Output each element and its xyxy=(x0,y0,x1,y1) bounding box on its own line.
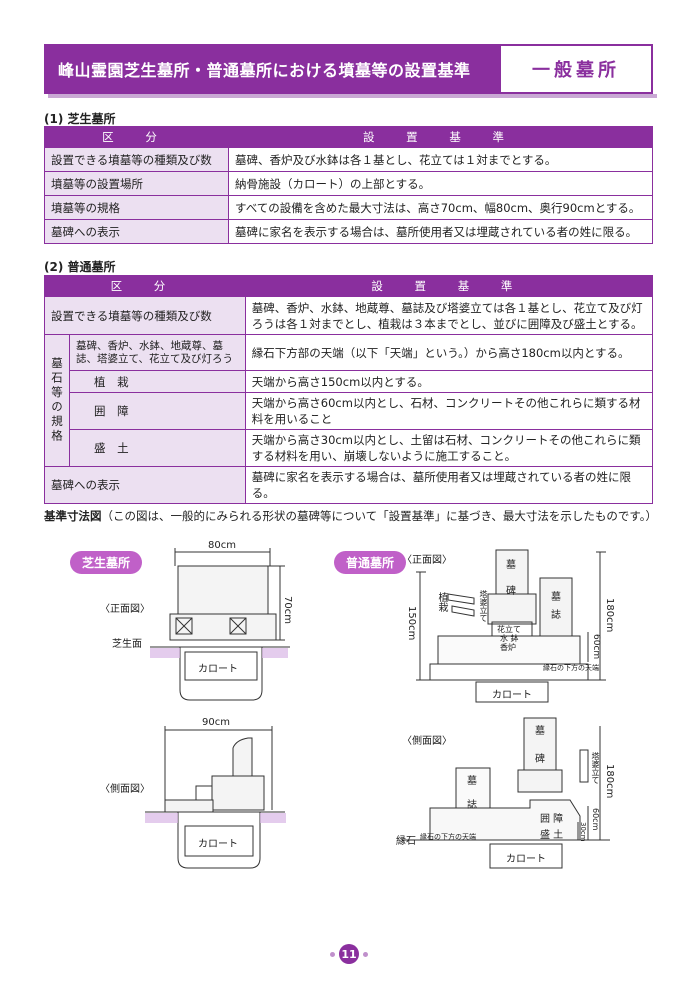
figure-caption-title: 基準寸法図 xyxy=(44,509,102,523)
diagram-label: 縁石の下方の天端 xyxy=(420,833,476,841)
diagram-label: 墓 xyxy=(535,726,545,737)
group-label: 墓石等の規格 xyxy=(44,334,70,467)
table-cell: 墓碑、香炉、水鉢、地蔵尊、墓誌及び塔婆立ては各１基とし、花立て及び灯ろうは各１対… xyxy=(244,296,654,335)
dim-label: 180cm xyxy=(604,598,615,633)
page-number: 11 xyxy=(330,944,368,964)
table-cell: 墳墓等の規格 xyxy=(44,195,229,220)
diagram-label: 碑 xyxy=(535,754,545,765)
karoto-label: カロート xyxy=(492,690,532,701)
figure-caption-text: （この図は、一般的にみられる形状の墓碑等について「設置基準」に基づき、最大寸法を… xyxy=(101,509,657,523)
figure-caption: 基準寸法図（この図は、一般的にみられる形状の墓碑等について「設置基準」に基づき、… xyxy=(44,508,657,524)
diagram-label: 碑 xyxy=(506,586,516,597)
ground-shade xyxy=(262,648,288,658)
section2-heading: (2) 普通墓所 xyxy=(44,260,116,274)
front-view-label: 〈正面図〉 xyxy=(100,604,150,615)
front-view-label: 〈正面図〉 xyxy=(402,555,452,566)
diagram-label: 縁石の下方の天端 xyxy=(543,664,599,672)
diagram-label: 墓 xyxy=(551,592,561,603)
dim-label: 30cm xyxy=(579,822,587,842)
dot-decoration xyxy=(330,951,335,957)
karoto-label: カロート xyxy=(198,664,238,675)
table-cell: 盛 土 xyxy=(69,429,246,467)
dim-label: 80cm xyxy=(208,540,236,551)
shiba-table: 区 分 設 置 基 準 設置できる墳墓等の種類及び数墓碑、香炉及び水鉢は各１基と… xyxy=(44,126,653,244)
table-cell: 墓碑への表示 xyxy=(44,219,229,244)
table-cell: 縁石下方部の天端（以下「天端」という。）から高さ180cm以内とする。 xyxy=(244,334,654,371)
table-cell: 墓碑、香炉、水鉢、地蔵尊、墓誌、塔婆立て、花立て及び灯ろう xyxy=(69,334,246,371)
ground-shade xyxy=(260,813,286,823)
futsu-badge: 普通墓所 xyxy=(334,551,407,574)
page-title: 峰山霊園芝生墓所・普通墓所における墳墓等の設置基準 xyxy=(46,46,499,92)
dot-decoration xyxy=(363,951,368,957)
ground-shade xyxy=(145,813,178,823)
table-cell: 設置できる墳墓等の種類及び数 xyxy=(44,147,229,172)
table-cell: 囲 障 xyxy=(69,392,246,430)
diagram-label: 塔婆立て xyxy=(591,752,600,784)
diagram-label: 塔婆立て xyxy=(479,590,488,622)
table-cell: 設置できる墳墓等の種類及び数 xyxy=(44,296,246,335)
diagram-label: 香炉 xyxy=(500,643,516,652)
header-shadow xyxy=(48,94,657,98)
diagram-label: 盛 土 xyxy=(540,830,564,841)
ground-label: 芝生面 xyxy=(112,639,142,650)
futsu-table: 区 分 設 置 基 準 設置できる墳墓等の種類及び数 墓碑、香炉、水鉢、地蔵尊、… xyxy=(44,275,654,504)
shiba-badge: 芝生墓所 xyxy=(70,551,143,574)
shiba-side-drawing xyxy=(145,726,285,869)
futsu-front-drawing xyxy=(416,549,606,703)
col-header-kubun: 区 分 xyxy=(44,275,246,297)
dim-label: 60cm xyxy=(591,634,601,660)
diagram-label: 縁石 xyxy=(396,836,416,847)
dim-label: 180cm xyxy=(604,764,615,799)
table-cell: 墳墓等の設置場所 xyxy=(44,171,229,196)
category-tag: 一般墓所 xyxy=(499,46,651,92)
diagram-label: 花立て xyxy=(497,625,521,634)
table-cell: 植 栽 xyxy=(69,370,246,393)
side-view-label: 〈側面図〉 xyxy=(402,736,452,747)
side-view-label: 〈側面図〉 xyxy=(100,784,150,795)
diagram-label: 誌 xyxy=(467,800,477,811)
page-number-value: 11 xyxy=(339,944,359,964)
diagram-label: 墓 xyxy=(506,560,516,571)
page-header: 峰山霊園芝生墓所・普通墓所における墳墓等の設置基準 一般墓所 xyxy=(44,44,653,94)
karoto-label: カロート xyxy=(506,854,546,865)
dim-label: 90cm xyxy=(202,717,230,728)
diagram-label: 植栽 xyxy=(436,592,447,612)
table-cell: 墓碑、香炉及び水鉢は各１基とし、花立ては１対までとする。 xyxy=(228,147,653,172)
ground-shade xyxy=(150,648,180,658)
dim-label: 150cm xyxy=(406,606,417,641)
section1-heading: (1) 芝生墓所 xyxy=(44,112,116,126)
dim-label: 70cm xyxy=(282,596,293,624)
diagram-label: 水 鉢 xyxy=(500,634,519,643)
col-header-kubun: 区 分 xyxy=(44,126,229,148)
shiba-front-drawing xyxy=(150,548,290,701)
table-cell: 天端から高さ30cm以内とし、土留は石材、コンクリートその他これらに類する材料を… xyxy=(244,429,654,467)
karoto-label: カロート xyxy=(198,839,238,850)
table-cell: 墓碑に家名を表示する場合は、墓所使用者又は埋蔵されている者の姓に限る。 xyxy=(228,219,653,244)
diagram-label: 誌 xyxy=(551,610,561,621)
table-cell: 墓碑に家名を表示する場合は、墓所使用者又は埋蔵されている者の姓に限る。 xyxy=(244,466,654,504)
diagram-label: 囲 障 xyxy=(540,814,564,825)
diagram-label: 墓 xyxy=(467,776,477,787)
table-cell: すべての設備を含めた最大寸法は、高さ70cm、幅80cm、奥行90cmとする。 xyxy=(228,195,653,220)
futsu-side-drawing xyxy=(402,717,610,869)
table-cell: 墓碑への表示 xyxy=(44,466,246,504)
dim-label: 60cm xyxy=(591,808,600,831)
